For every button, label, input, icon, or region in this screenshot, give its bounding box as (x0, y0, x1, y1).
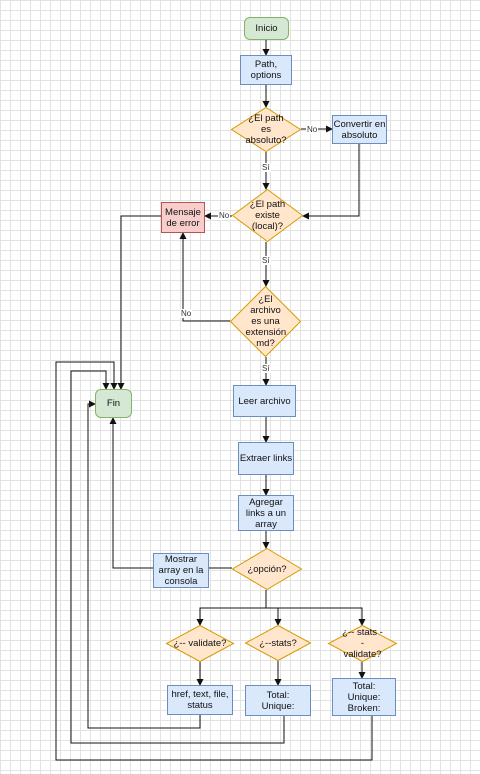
edge-split-mid (266, 607, 282, 626)
node-q-stats: ¿--stats? (244, 624, 312, 662)
diamond-shape (231, 188, 304, 243)
node-q-opcion: ¿opción? (231, 547, 303, 591)
edge-label-no-absoluto: No (306, 125, 319, 134)
node-q-existe: ¿El path existe (local)? (231, 188, 304, 243)
diamond-shape (230, 106, 302, 153)
node-leer-archivo: Leer archivo (233, 385, 296, 417)
edge-convertir-q2 (302, 144, 360, 220)
edge-label-si-absoluto: Sí (261, 163, 271, 172)
node-inicio: Inicio (244, 17, 289, 40)
edge-label-no-md: No (180, 309, 193, 318)
diamond-shape (165, 624, 235, 663)
node-convertir: Convertir en absoluto (332, 115, 387, 144)
node-agregar-links: Agregar links a un array (238, 495, 294, 531)
node-q-stats-validate: ¿-- stats -- validate? (327, 624, 398, 663)
diamond-shape (229, 285, 302, 358)
node-out-validate: href, text, file, status (167, 685, 233, 715)
edge-split-left (196, 590, 267, 626)
node-q-validate: ¿-- validate? (165, 624, 235, 663)
edge-opcion-mostrar (109, 417, 232, 569)
edge-split-right (266, 607, 366, 626)
edge-q3-error (179, 232, 230, 322)
node-mostrar-array: Mostrar array en la consola (153, 553, 209, 588)
node-mensaje-error: Mensaje de error (161, 202, 205, 233)
diamond-shape (231, 547, 303, 591)
node-out-stats-validate: Total: Unique: Broken: (332, 678, 396, 716)
edge-error-fin (117, 215, 161, 390)
edge-outsv-fin (55, 361, 373, 761)
diamond-shape (244, 624, 312, 662)
edge-outv-fin (87, 400, 201, 729)
edge-label-si-md: Sí (261, 364, 271, 373)
node-path-options: Path, options (240, 55, 292, 85)
node-q-absoluto: ¿El path es absoluto? (230, 106, 302, 153)
node-fin: Fin (95, 389, 132, 418)
diamond-shape (327, 624, 398, 663)
edge-outs-fin (70, 370, 285, 744)
node-out-stats: Total: Unique: (245, 685, 311, 716)
edge-label-no-existe: No (218, 211, 231, 220)
edge-label-si-existe: Sí (261, 256, 271, 265)
node-extraer-links: Extraer links (238, 442, 294, 475)
node-q-md: ¿El archivo es una extensión md? (229, 285, 302, 358)
